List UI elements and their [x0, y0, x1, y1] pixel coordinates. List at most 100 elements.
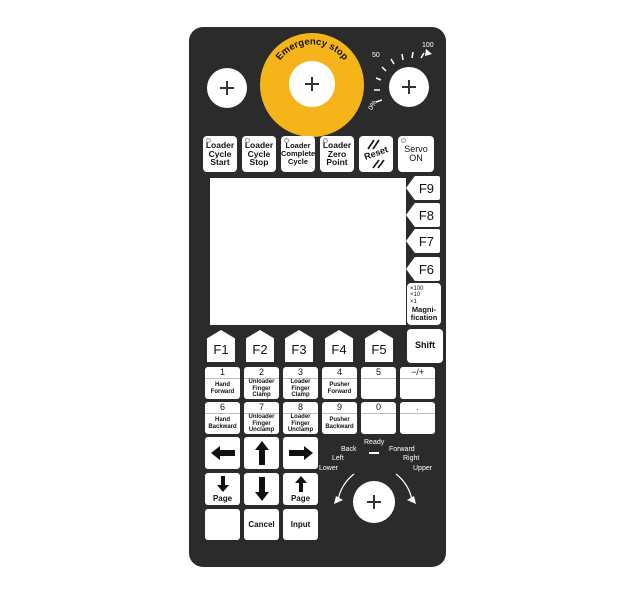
- speed-tick-100: 100: [422, 42, 434, 49]
- plus-icon: [367, 495, 381, 509]
- key-number: 4: [322, 367, 357, 379]
- arrow-left-icon: [210, 446, 235, 460]
- left-knob-button[interactable]: [207, 68, 247, 108]
- ready-indicator: [369, 452, 379, 454]
- key-number: 6: [205, 402, 240, 414]
- speed-tick-50: 50: [372, 52, 380, 59]
- blank-key[interactable]: [205, 509, 240, 540]
- reset-icon: [367, 139, 385, 169]
- page-up-icon: [295, 476, 307, 492]
- key-number: 3: [283, 367, 318, 379]
- key-function-label: Loader Finger Clamp: [290, 379, 311, 399]
- jog-knob[interactable]: [353, 481, 395, 523]
- mag-x1-label: ×1: [410, 298, 417, 305]
- loader-cycle-start-label: Loader Cycle Start: [205, 139, 235, 168]
- emergency-stop-label-arc: Emergency stop: [274, 36, 350, 62]
- arrow-left-button[interactable]: [205, 437, 240, 469]
- page-down-label: Page: [212, 494, 233, 503]
- key-function-label: [361, 379, 396, 399]
- mag-x100-label: ×100: [410, 286, 424, 292]
- arrow-down-button[interactable]: [244, 473, 279, 505]
- key-number: .: [400, 402, 435, 414]
- mag-x10-label: ×10: [410, 292, 421, 299]
- page-up-label: Page: [290, 494, 311, 503]
- jog-back-label: Back: [341, 446, 357, 453]
- page-up-button[interactable]: Page: [283, 473, 318, 505]
- speed-dial-knob[interactable]: [389, 67, 429, 107]
- jog-forward-label: Forward: [389, 446, 415, 453]
- emergency-stop-label: Emergency stop: [274, 36, 350, 62]
- key-9-pusher-backward[interactable]: 9 Pusher Backward: [322, 402, 357, 434]
- led-indicator: [323, 138, 328, 143]
- key-function-label: Pusher Forward: [327, 382, 352, 395]
- cancel-label: Cancel: [248, 520, 275, 529]
- key-8-loader-finger-unclamp[interactable]: 8 Loader Finger Unclamp: [283, 402, 318, 434]
- jog-right-label: Right: [403, 455, 420, 462]
- plus-icon: [305, 77, 319, 91]
- led-indicator: [284, 138, 289, 143]
- plus-icon: [402, 80, 416, 94]
- key-6-hand-backward[interactable]: 6 Hand Backward: [205, 402, 240, 434]
- shift-button[interactable]: Shift: [407, 329, 443, 363]
- reset-button[interactable]: Reset: [359, 136, 393, 172]
- plus-icon: [220, 81, 234, 95]
- led-indicator: [206, 138, 211, 143]
- emergency-stop-button[interactable]: [289, 61, 335, 107]
- page-down-icon: [217, 476, 229, 492]
- key-3-loader-finger-clamp[interactable]: 3 Loader Finger Clamp: [283, 367, 318, 399]
- magnification-button[interactable]: ×100 ×10 ×1 Magni- fication: [407, 283, 441, 325]
- loader-cycle-stop-button[interactable]: Loader Cycle Stop: [242, 136, 276, 172]
- loader-cycle-stop-label: Loader Cycle Stop: [244, 139, 274, 168]
- arrow-up-icon: [254, 441, 269, 465]
- key-5[interactable]: 5: [361, 367, 396, 399]
- key-function-label: [361, 414, 396, 434]
- key-function-label: Hand Forward: [210, 382, 235, 395]
- input-button[interactable]: Input: [283, 509, 318, 540]
- key-number: 7: [244, 402, 279, 414]
- loader-zero-point-button[interactable]: Loader Zero Point: [320, 136, 354, 172]
- key-number: 5: [361, 367, 396, 379]
- servo-on-button[interactable]: Servo ON: [398, 136, 434, 172]
- key-0[interactable]: 0: [361, 402, 396, 434]
- f4-key[interactable]: F4: [325, 330, 353, 362]
- loader-complete-cycle-label: Loader Complete Cycle: [281, 141, 316, 166]
- key-function-label: [400, 414, 435, 434]
- arrow-right-icon: [288, 446, 313, 460]
- jog-ready-label: Ready: [364, 439, 385, 446]
- key-1-hand-forward[interactable]: 1 Hand Forward: [205, 367, 240, 399]
- loader-complete-cycle-button[interactable]: Loader Complete Cycle: [281, 136, 315, 172]
- svg-text:Emergency stop: Emergency stop: [274, 36, 350, 62]
- key-function-label: [400, 379, 435, 399]
- key-number: 0: [361, 402, 396, 414]
- key-decimal-point[interactable]: .: [400, 402, 435, 434]
- loader-zero-point-label: Loader Zero Point: [322, 139, 352, 168]
- key-function-label: Unloader Finger Clamp: [248, 379, 275, 399]
- shift-label: Shift: [415, 340, 435, 351]
- servo-on-label: Servo ON: [404, 143, 428, 163]
- jog-left-label: Left: [332, 455, 344, 462]
- led-indicator: [401, 138, 406, 143]
- jog-lower-label: Lower: [319, 465, 339, 472]
- arrow-up-button[interactable]: [244, 437, 279, 469]
- input-label: Input: [290, 520, 311, 529]
- led-indicator: [245, 138, 250, 143]
- key-number: 8: [283, 402, 318, 414]
- key-minus-plus[interactable]: −/+: [400, 367, 435, 399]
- arrow-right-button[interactable]: [283, 437, 318, 469]
- magnification-label: Magni- fication: [410, 304, 438, 322]
- jog-upper-label: Upper: [413, 465, 433, 472]
- key-number: −/+: [400, 367, 435, 379]
- key-2-unloader-finger-clamp[interactable]: 2 Unloader Finger Clamp: [244, 367, 279, 399]
- key-4-pusher-forward[interactable]: 4 Pusher Forward: [322, 367, 357, 399]
- key-7-unloader-finger-unclamp[interactable]: 7 Unloader Finger Unclamp: [244, 402, 279, 434]
- loader-cycle-start-button[interactable]: Loader Cycle Start: [203, 136, 237, 172]
- key-function-label: Loader Finger Unclamp: [287, 414, 314, 434]
- lcd-screen: [210, 178, 406, 325]
- key-number: 9: [322, 402, 357, 414]
- jog-direction-arcs: [334, 473, 416, 504]
- arrow-down-icon: [254, 477, 269, 501]
- key-number: 1: [205, 367, 240, 379]
- key-function-label: Hand Backward: [208, 417, 237, 430]
- cancel-button[interactable]: Cancel: [244, 509, 279, 540]
- page-down-button[interactable]: Page: [205, 473, 240, 505]
